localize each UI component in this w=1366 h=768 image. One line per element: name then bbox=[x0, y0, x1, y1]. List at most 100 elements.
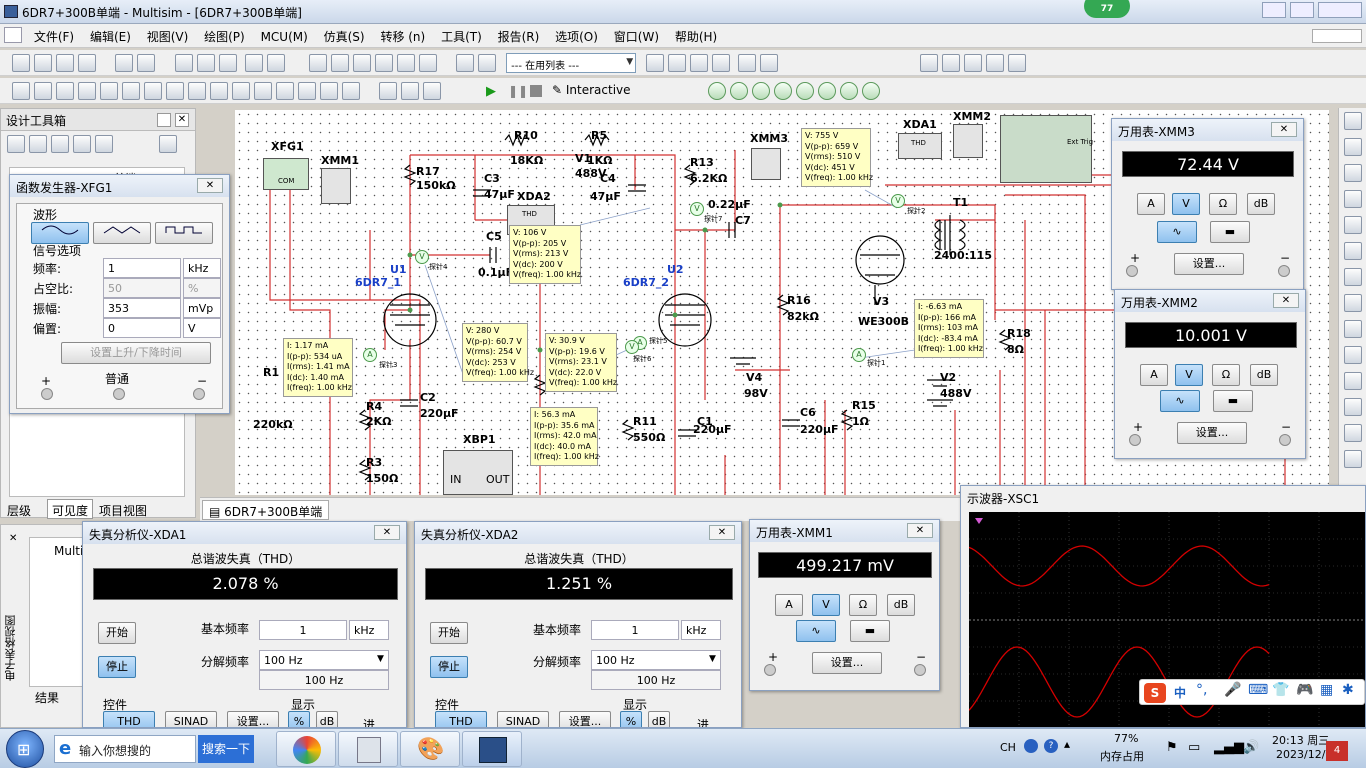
ime-icon[interactable] bbox=[1024, 739, 1038, 753]
xda1-thd-button[interactable]: THD bbox=[103, 711, 155, 727]
label-u2[interactable]: U2 bbox=[667, 263, 684, 276]
xda2-fund-unit[interactable]: kHz bbox=[681, 620, 721, 640]
transistor-icon[interactable] bbox=[77, 82, 96, 100]
label-xbp1[interactable]: XBP1 bbox=[463, 433, 496, 446]
mixed-icon[interactable] bbox=[187, 82, 206, 100]
database-icon[interactable] bbox=[352, 54, 371, 72]
document-icon[interactable] bbox=[4, 27, 22, 43]
clock-time[interactable]: 20:13 周三 bbox=[1272, 734, 1330, 747]
four-channel-scope-icon[interactable] bbox=[1344, 216, 1362, 234]
help-icon[interactable] bbox=[759, 54, 778, 72]
tab-schematic[interactable]: ▤ 6DR7+300B单端 bbox=[202, 500, 330, 520]
xda2-start-button[interactable]: 开始 bbox=[430, 622, 468, 644]
clock-date[interactable]: 2023/12/6 bbox=[1276, 748, 1333, 761]
probe-icon[interactable]: V bbox=[891, 194, 905, 208]
label-r3[interactable]: R3 bbox=[366, 456, 383, 469]
xda1-settings-button[interactable]: 设置... bbox=[227, 711, 279, 727]
xmm1-dc-button[interactable]: ▬ bbox=[850, 620, 890, 642]
electrical-rules-icon[interactable] bbox=[418, 54, 437, 72]
flag-icon[interactable]: ⚑ bbox=[1166, 740, 1178, 755]
microphone-icon[interactable]: 🎤 bbox=[1224, 682, 1242, 698]
voltage-current-probe-icon[interactable] bbox=[796, 82, 814, 100]
label-c4[interactable]: C4 bbox=[600, 172, 616, 185]
function-generator-symbol[interactable]: COM bbox=[263, 158, 309, 190]
probe-icon[interactable]: V bbox=[625, 340, 639, 354]
function-generator-icon[interactable] bbox=[1344, 138, 1362, 156]
open-design-icon[interactable] bbox=[29, 135, 47, 153]
label-xmm3[interactable]: XMM3 bbox=[750, 132, 789, 145]
spreadsheet-icon[interactable] bbox=[330, 54, 349, 72]
mcu-icon[interactable] bbox=[341, 82, 360, 100]
xmm1-db-button[interactable]: dB bbox=[887, 594, 915, 616]
xmm1-plus-terminal[interactable] bbox=[764, 664, 776, 676]
fg-frequency-input[interactable]: 1 bbox=[103, 258, 181, 278]
label-xmm1[interactable]: XMM1 bbox=[321, 154, 360, 167]
redo-icon[interactable] bbox=[266, 54, 285, 72]
xda1-close-button[interactable]: ✕ bbox=[374, 525, 400, 540]
xmm3-settings-button[interactable]: 设置... bbox=[1174, 253, 1244, 275]
in-use-list-icon[interactable] bbox=[478, 54, 497, 72]
cmos-icon[interactable] bbox=[143, 82, 162, 100]
xda2-settings-button[interactable]: 设置... bbox=[559, 711, 611, 727]
taskbar-app-paint[interactable]: 🎨 bbox=[400, 731, 460, 767]
print-preview-icon[interactable] bbox=[137, 54, 156, 72]
toolbox-grid-icon[interactable]: ▦ bbox=[1320, 682, 1334, 698]
label-r16[interactable]: R16 bbox=[787, 294, 811, 307]
label-v4[interactable]: V4 bbox=[746, 371, 763, 384]
performance-badge[interactable]: 77 bbox=[1084, 0, 1130, 18]
xda2-percent-button[interactable]: % bbox=[620, 711, 642, 727]
label-r18[interactable]: R18 bbox=[1007, 327, 1031, 340]
menu-view[interactable]: 视图(V) bbox=[146, 30, 189, 44]
start-button[interactable]: ⊞ bbox=[6, 730, 44, 768]
fg-minus-terminal[interactable] bbox=[193, 388, 205, 400]
fg-offset-unit[interactable]: V bbox=[183, 318, 221, 338]
wire-icon[interactable] bbox=[423, 82, 442, 100]
label-r4[interactable]: R4 bbox=[366, 400, 383, 413]
new-file-icon[interactable] bbox=[11, 54, 30, 72]
voltage-probe-icon[interactable] bbox=[708, 82, 726, 100]
close-button[interactable] bbox=[1318, 2, 1362, 18]
xmm2-ac-button[interactable]: ∿ bbox=[1160, 390, 1200, 412]
square-wave-button[interactable] bbox=[155, 222, 213, 244]
xmm2-ohm-button[interactable]: Ω bbox=[1212, 364, 1240, 386]
probe-icon[interactable]: A bbox=[852, 348, 866, 362]
search-button[interactable]: 搜索一下 bbox=[198, 735, 254, 763]
tab-results[interactable]: 结果 bbox=[35, 691, 60, 705]
xda1-symbol[interactable]: THD bbox=[898, 133, 942, 159]
distortion-analyzer-icon[interactable] bbox=[1344, 398, 1362, 416]
punctuation-icon[interactable]: °, bbox=[1196, 682, 1208, 698]
menu-mcu[interactable]: MCU(M) bbox=[260, 30, 308, 44]
sogou-logo-icon[interactable]: S bbox=[1144, 683, 1166, 703]
xda1-percent-button[interactable]: % bbox=[288, 711, 310, 727]
fg-close-button[interactable]: ✕ bbox=[197, 178, 223, 193]
menu-simulate[interactable]: 仿真(S) bbox=[323, 30, 365, 44]
toolbox-toggle-icon[interactable] bbox=[308, 54, 327, 72]
notification-badge[interactable]: 4 bbox=[1326, 741, 1348, 761]
xda2-fund-input[interactable]: 1 bbox=[591, 620, 679, 640]
game-icon[interactable]: 🎮 bbox=[1296, 682, 1314, 698]
menu-window[interactable]: 窗口(W) bbox=[613, 30, 659, 44]
xmm2-dc-button[interactable]: ▬ bbox=[1213, 390, 1253, 412]
triangle-wave-button[interactable] bbox=[93, 222, 151, 244]
fg-offset-input[interactable]: 0 bbox=[103, 318, 181, 338]
label-u1[interactable]: U1 bbox=[390, 263, 407, 276]
backannotate-icon[interactable] bbox=[689, 54, 708, 72]
misc-icon[interactable] bbox=[253, 82, 272, 100]
full-screen-icon[interactable] bbox=[1008, 54, 1026, 72]
fg-amplitude-input[interactable]: 353 bbox=[103, 298, 181, 318]
label-v1[interactable]: V1 bbox=[575, 152, 592, 165]
skin-icon[interactable]: 👕 bbox=[1272, 682, 1290, 698]
xmm2-plus-terminal[interactable] bbox=[1129, 434, 1141, 446]
xmm1-settings-button[interactable]: 设置... bbox=[812, 652, 882, 674]
interactive-mode[interactable]: ✎ Interactive bbox=[552, 83, 631, 97]
xda1-db-button[interactable]: dB bbox=[316, 711, 338, 727]
label-c3[interactable]: C3 bbox=[484, 172, 500, 185]
menu-place[interactable]: 绘图(P) bbox=[204, 30, 245, 44]
menu-file[interactable]: 文件(F) bbox=[33, 30, 75, 44]
menu-reports[interactable]: 报告(R) bbox=[497, 30, 540, 44]
network-icon[interactable]: ▂▄▆ bbox=[1214, 740, 1244, 755]
label-c7[interactable]: C7 bbox=[735, 214, 751, 227]
label-c2[interactable]: C2 bbox=[420, 391, 436, 404]
language-indicator[interactable]: CH bbox=[1000, 741, 1016, 754]
wattmeter-icon[interactable] bbox=[1344, 164, 1362, 182]
